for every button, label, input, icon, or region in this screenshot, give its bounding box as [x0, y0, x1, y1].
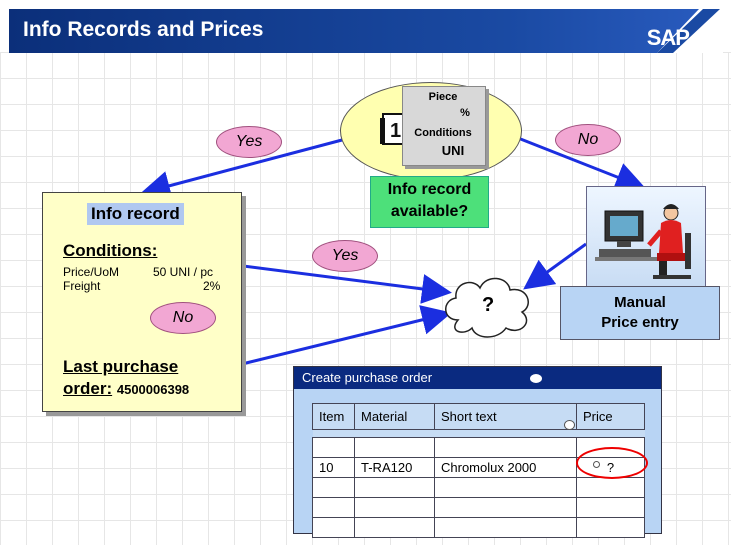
freight-label: Freight: [63, 279, 101, 293]
table-row[interactable]: [312, 497, 645, 518]
cell-item[interactable]: [312, 477, 355, 498]
price-highlight-circle: [576, 447, 648, 479]
po-bar-indicator: [530, 374, 542, 383]
manual-entry-illustration: [586, 186, 706, 288]
arrow-to-manual-entry: [517, 136, 646, 192]
no-label-top: No: [555, 124, 621, 156]
info-record-title: Info record: [87, 203, 184, 225]
sap-logo: SAP: [603, 9, 723, 53]
arrow-manual-to-price: [523, 242, 587, 290]
cell-short-text[interactable]: [434, 437, 577, 458]
table-row[interactable]: [312, 517, 645, 538]
svg-text:1: 1: [390, 120, 401, 142]
cursor-marker: [593, 461, 600, 468]
yes-label-top: Yes: [216, 126, 282, 158]
info-record-box: Info record Conditions: Price/UoM 50 UNI…: [42, 192, 242, 412]
arrow-to-info-record: [140, 138, 343, 201]
cell-material[interactable]: T-RA120: [354, 457, 435, 478]
cloud-question-mark: ?: [482, 294, 495, 316]
conditions-card: Piece % Conditions UNI: [402, 86, 486, 166]
cell-short-text[interactable]: Chromolux 2000: [434, 457, 577, 478]
card-percent: %: [460, 107, 470, 119]
cell-material[interactable]: [354, 437, 435, 458]
cell-short-text[interactable]: [434, 497, 577, 518]
cell-material[interactable]: [354, 497, 435, 518]
table-row[interactable]: [312, 477, 645, 498]
conditions-heading: Conditions:: [63, 241, 158, 260]
cell-item[interactable]: [312, 517, 355, 538]
computer-user-icon: [595, 204, 691, 279]
cell-item[interactable]: 10: [312, 457, 355, 478]
last-po-line: order: 4500006398: [63, 379, 189, 399]
col-material: Material: [354, 403, 435, 430]
card-unit: UNI: [441, 143, 465, 158]
sap-logo-text: SAP: [646, 25, 690, 50]
cell-price[interactable]: [576, 477, 645, 498]
cell-price[interactable]: [576, 517, 645, 538]
info-record-question: Info record available?: [370, 176, 489, 228]
po-title-bar: Create purchase order: [294, 367, 661, 389]
cell-material[interactable]: [354, 517, 435, 538]
arrow-conditions-to-price: [211, 260, 452, 304]
freight-value: 2%: [203, 279, 221, 293]
price-value: 50 UNI / pc: [153, 265, 214, 279]
no-label-left: No: [150, 302, 216, 334]
manual-line1: Manual: [614, 294, 666, 311]
last-po-heading: Last purchase: [63, 357, 179, 376]
yes-label-mid: Yes: [312, 240, 378, 272]
question-line2: available?: [390, 203, 469, 220]
arrow-last-po-to-price: [241, 305, 452, 366]
po-header-row: Item Material Short text Price: [312, 403, 645, 430]
po-title: Create purchase order: [302, 370, 433, 385]
col-price: Price: [576, 403, 645, 430]
column-resize-handle[interactable]: [564, 420, 575, 430]
price-label: Price/UoM: [63, 265, 120, 279]
cell-price[interactable]: [576, 497, 645, 518]
last-po-number: 4500006398: [116, 382, 190, 397]
cell-item[interactable]: [312, 497, 355, 518]
question-line1: Info record: [387, 181, 472, 198]
last-po-order-label: order:: [63, 379, 113, 398]
cell-item[interactable]: [312, 437, 355, 458]
page-title: Info Records and Prices: [23, 18, 264, 41]
cell-short-text[interactable]: [434, 517, 577, 538]
card-piece: Piece: [428, 91, 458, 103]
price-determination-cloud: ?: [438, 270, 538, 340]
manual-line2: Price entry: [601, 314, 679, 331]
col-short-text: Short text: [434, 403, 577, 430]
title-bar: Info Records and Prices SAP: [9, 9, 723, 53]
cell-short-text[interactable]: [434, 477, 577, 498]
cell-material[interactable]: [354, 477, 435, 498]
manual-price-entry-box: Manual Price entry: [560, 286, 720, 340]
col-item: Item: [312, 403, 355, 430]
card-conditions: Conditions: [414, 127, 472, 139]
